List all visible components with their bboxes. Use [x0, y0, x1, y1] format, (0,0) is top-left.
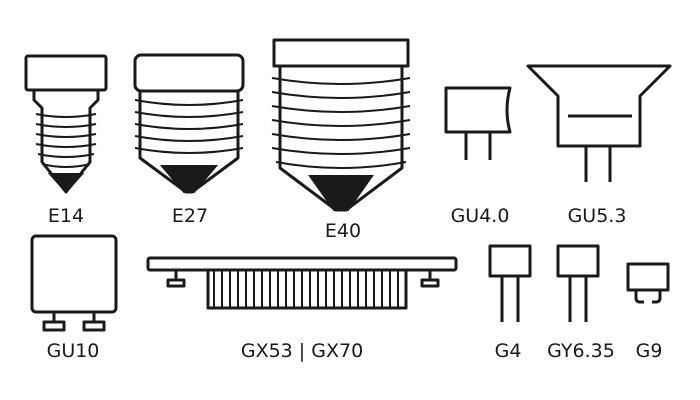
label-gu40: GU4.0 [450, 205, 510, 227]
e40-base-icon [271, 38, 411, 212]
label-gu10: GU10 [46, 340, 100, 362]
label-gy635: GY6.35 [547, 340, 615, 362]
g9-base-icon [626, 262, 670, 304]
label-e14: E14 [47, 205, 85, 227]
g4-base-icon [488, 244, 532, 322]
e27-base-icon [133, 53, 245, 194]
label-gu53: GU5.3 [567, 205, 627, 227]
label-g9: G9 [635, 340, 663, 362]
gy635-base-icon [556, 244, 600, 322]
label-gx53-gx70: GX53 | GX70 [240, 340, 364, 362]
label-e40: E40 [324, 220, 362, 242]
gx53-base-icon [146, 256, 458, 310]
gu10-base-icon [30, 234, 118, 332]
label-e27: E27 [171, 205, 209, 227]
e14-base-icon [24, 54, 108, 194]
label-g4: G4 [494, 340, 522, 362]
gu40-base-icon [444, 86, 512, 160]
gu53-base-icon [526, 64, 672, 182]
